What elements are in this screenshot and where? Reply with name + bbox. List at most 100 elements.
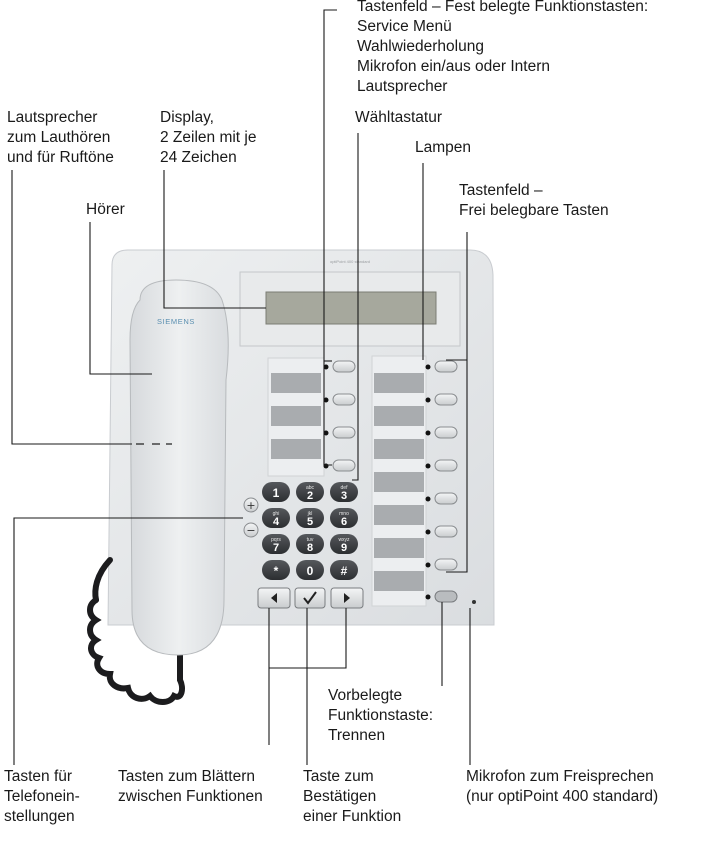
dial-key-1: 1 [262, 482, 290, 502]
leader-display [163, 170, 266, 309]
leader-einstellungen [13, 517, 243, 765]
programmable-keys [425, 360, 458, 603]
label-line: Telefonein- [4, 788, 80, 805]
label-vorbelegte: Vorbelegte Funktionstaste: Trennen [328, 686, 433, 746]
label-line: Display, [160, 109, 214, 126]
label-display: Display, 2 Zeilen mit je 24 Zeichen [160, 108, 256, 168]
label-tastenfeld-fest: Tastenfeld – Fest belegte Funktionstaste… [357, 0, 648, 97]
dial-key-digit: # [341, 564, 348, 578]
label-line: Lautsprecher [357, 78, 448, 95]
dial-key-digit: 6 [341, 516, 347, 528]
dial-key-digit: 2 [307, 490, 313, 502]
svg-text:−: − [246, 524, 255, 537]
display-caption: optiPoint 400 standard [330, 259, 370, 264]
display-screen [265, 291, 437, 325]
label-line: Wahlwiederholung [357, 38, 484, 55]
dial-key-digit: 4 [273, 516, 280, 528]
label-line: 24 Zeichen [160, 149, 237, 166]
label-line: stellungen [4, 808, 75, 825]
dial-key-digit: 3 [341, 490, 347, 502]
dial-key-letters: pqrs [271, 537, 281, 543]
label-line: zum Lauthören [7, 129, 111, 146]
label-line: Wähltastatur [355, 109, 443, 126]
fixed-key-strip [267, 357, 325, 477]
label-waehltastatur: Wähltastatur [355, 108, 442, 128]
label-line: Bestätigen [303, 788, 377, 805]
brand-logo: SIEMENS [157, 317, 195, 326]
label-line: einer Funktion [303, 808, 402, 825]
label-line: 2 Zeilen mit je [160, 129, 257, 146]
label-line: und für Ruftöne [7, 149, 114, 166]
handset-cord [87, 557, 185, 705]
label-lautsprecher: Lautsprecher zum Lauthören und für Ruftö… [7, 108, 114, 168]
label-line: Tasten zum Blättern [118, 768, 255, 785]
volume-keys: + − [243, 497, 259, 538]
label-line: Mikrofon zum Freisprechen [466, 768, 654, 785]
label-line: Hörer [86, 201, 125, 218]
label-tastenfeld-frei: Tastenfeld – Frei belegbare Tasten [459, 181, 609, 221]
leader-tastenfeld-frei [446, 232, 468, 573]
label-hoerer: Hörer [86, 200, 125, 220]
leader-tastenfeld-fest [323, 9, 337, 466]
label-line: Trennen [328, 727, 386, 744]
leader-lines [11, 9, 471, 765]
dial-key-digit: 8 [307, 542, 313, 554]
label-taste-bestaetigen: Taste zum Bestätigen einer Funktion [303, 767, 401, 827]
dial-key-letters: abc [306, 485, 315, 491]
dial-key-letters: ghi [273, 511, 280, 517]
confirm-key [294, 587, 326, 609]
label-line: Funktionstaste: [328, 707, 434, 724]
dial-key-letters: mno [339, 511, 349, 517]
leader-lautsprecher [11, 170, 132, 445]
label-line: Tastenfeld – [459, 182, 543, 199]
label-lampen: Lampen [415, 138, 471, 158]
dial-key-digit: 7 [273, 542, 279, 554]
dial-key-digit: 9 [341, 542, 347, 554]
programmable-key-strip [371, 355, 427, 607]
label-line: Taste zum [303, 768, 374, 785]
dial-key-digit: 0 [307, 564, 314, 578]
label-tastenfeld-fest-heading: Tastenfeld – Fest belegte Funktionstaste… [357, 0, 649, 15]
leader-blaettern-bracket [269, 608, 347, 669]
label-line: (nur optiPoint 400 standard) [466, 788, 659, 805]
microphone-hole [472, 600, 476, 604]
dial-key-0: 0 [296, 560, 324, 580]
label-line: Lautsprecher [7, 109, 98, 126]
label-line: Lampen [415, 139, 472, 156]
label-mikrofon: Mikrofon zum Freisprechen (nur optiPoint… [466, 767, 658, 807]
label-line: Mikrofon ein/aus oder Intern [357, 58, 550, 75]
label-line: zwischen Funktionen [118, 788, 263, 805]
dial-key-letters: tuv [307, 537, 314, 543]
dial-key-letters: def [341, 485, 349, 491]
label-tasten-einstellungen: Tasten für Telefonein- stellungen [4, 767, 80, 827]
label-tasten-blaettern: Tasten zum Blättern zwischen Funktionen [118, 767, 263, 807]
fixed-function-keys [323, 360, 356, 472]
leader-hoerer [89, 222, 152, 375]
dial-key-letters: wxyz [338, 537, 350, 543]
navigation-keys [257, 587, 364, 609]
dial-key-letters: jkl [307, 511, 313, 517]
handset [129, 279, 229, 656]
label-line: Vorbelegte [328, 687, 403, 704]
label-line: Service Menü [357, 18, 452, 35]
dial-key-star: * [262, 560, 290, 580]
dial-key-digit: 1 [273, 486, 280, 500]
dial-key-digit: 5 [307, 516, 313, 528]
leader-waehltastatur [352, 133, 359, 481]
dial-key-hash: # [330, 560, 358, 580]
dial-key-digit: * [274, 564, 279, 578]
label-line: Frei belegbare Tasten [459, 202, 609, 219]
label-line: Tasten für [4, 768, 73, 785]
svg-text:+: + [246, 499, 255, 512]
